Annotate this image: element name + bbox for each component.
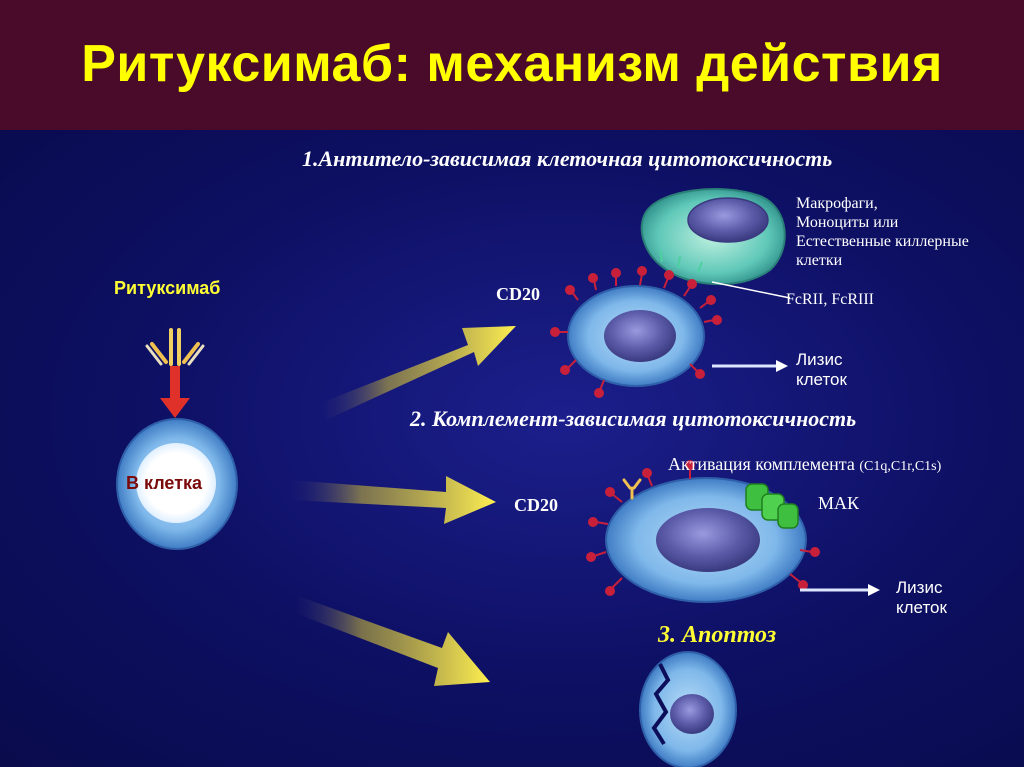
effector-line: Моноциты или <box>796 214 899 231</box>
binding-arrow-icon <box>160 366 190 418</box>
fc-receptor-pointer <box>711 281 791 299</box>
mac-label: МАК <box>818 493 860 513</box>
section1-heading: 1.Антитело-зависимая клеточная цитотокси… <box>302 146 833 171</box>
effector-cell <box>640 188 786 286</box>
complement-activation-label: Активация комплемента (C1q,C1r,C1s) <box>668 454 941 475</box>
apoptotic-cell <box>639 651 737 767</box>
rituximab-antibody-icon <box>145 328 205 366</box>
lysis-arrow-cdc <box>800 584 880 596</box>
cd20-receptors-cdc <box>586 460 820 596</box>
lysis-line: Лизис <box>796 350 843 369</box>
b-cell <box>116 418 238 550</box>
antibody-on-cell-icon <box>622 478 642 500</box>
arrow-to-apoptosis <box>292 596 490 686</box>
fc-receptor-label: FcRII, FcRIII <box>786 291 874 308</box>
complement-components: (C1q,C1r,C1s) <box>859 459 942 474</box>
cd20-label-cdc: CD20 <box>514 495 558 515</box>
section3-heading: 3. Апоптоз <box>658 622 777 648</box>
effector-line: клетки <box>796 252 843 269</box>
b-cell-label: В клетка <box>126 473 203 493</box>
effector-line: Макрофаги, <box>796 195 878 212</box>
lysis-line: клеток <box>896 598 947 617</box>
complement-activation-text: Активация комплемента <box>668 454 855 474</box>
slide-title: Ритуксимаб: механизм действия <box>81 35 943 93</box>
effector-line: Естественные киллерные <box>796 233 969 250</box>
lysis-label-cdc: Лизис клеток <box>896 578 947 618</box>
title-bar <box>0 0 1024 130</box>
lysis-line: клеток <box>796 370 847 389</box>
effector-cells-label: Макрофаги, Моноциты или Естественные кил… <box>796 194 969 270</box>
cd20-label-adcc: CD20 <box>496 284 540 304</box>
mac-complex-icon <box>745 483 799 529</box>
cd20-receptors-adcc <box>550 266 722 398</box>
lysis-label-adcc: Лизис клеток <box>796 350 847 390</box>
arrow-to-cdc <box>288 476 496 524</box>
arrow-to-adcc <box>318 326 516 420</box>
fc-receptors <box>659 249 703 273</box>
section2-heading: 2. Комплемент-зависимая цитотоксичность <box>410 406 857 431</box>
rituximab-label: Ритуксимаб <box>114 278 221 298</box>
lysis-arrow-adcc <box>712 360 788 372</box>
lysis-line: Лизис <box>896 578 943 597</box>
target-cell-adcc <box>567 285 705 387</box>
